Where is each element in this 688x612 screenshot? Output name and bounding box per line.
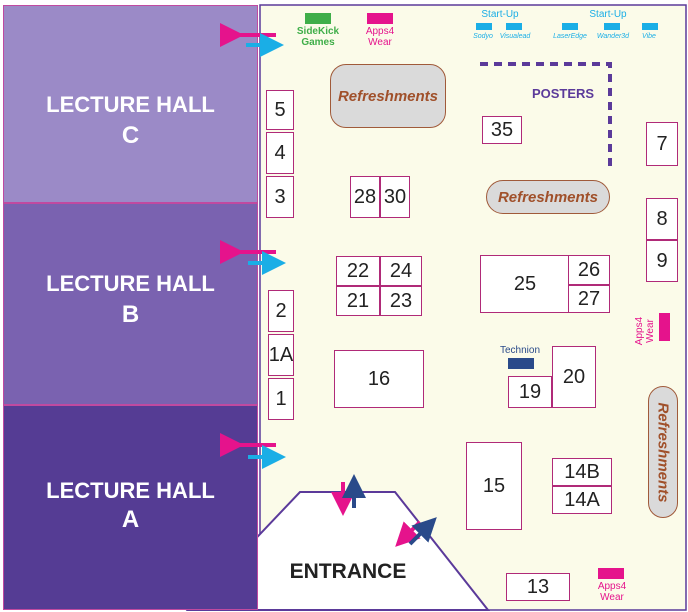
booth-16[interactable]: 16 (334, 350, 424, 408)
lecture-hall-a-label: LECTURE HALL (46, 478, 215, 503)
sidekick-marker (305, 13, 331, 24)
booth-14b[interactable]: 14B (552, 458, 612, 486)
booth-13[interactable]: 13 (506, 573, 570, 601)
posters-label: POSTERS (531, 86, 595, 101)
lecture-hall-a: LECTURE HALL A (3, 405, 258, 610)
startup-visualead-marker (506, 23, 522, 30)
booth-21[interactable]: 21 (336, 286, 380, 316)
booth-19[interactable]: 19 (508, 376, 552, 408)
startup-left-label: Start-Up (481, 9, 519, 20)
startup-sodyo-label: Sodyo (473, 33, 493, 40)
lecture-hall-b-letter: B (121, 301, 140, 328)
lecture-hall-a-letter: A (121, 506, 140, 533)
refreshments-top-left: Refreshments (330, 64, 446, 128)
booth-4[interactable]: 4 (266, 132, 294, 174)
refreshments-right-label: Refreshments (654, 401, 672, 503)
startup-vibe-marker (642, 23, 658, 30)
booth-27[interactable]: 27 (568, 285, 610, 313)
startup-right-label: Start-Up (589, 9, 627, 20)
entrance-label: ENTRANCE (289, 560, 407, 583)
startup-visualead-label: Visualead (499, 33, 531, 40)
lecture-hall-b: LECTURE HALL B (3, 203, 258, 405)
startup-wander3d-marker (604, 23, 620, 30)
startup-laseredge-marker (562, 23, 578, 30)
apps4wear-right-label: Apps4 Wear (634, 316, 656, 346)
apps4wear-right-marker (659, 313, 670, 341)
booth-5[interactable]: 5 (266, 90, 294, 130)
booth-22[interactable]: 22 (336, 256, 380, 286)
booth-24[interactable]: 24 (380, 256, 422, 286)
booth-23[interactable]: 23 (380, 286, 422, 316)
booth-20[interactable]: 20 (552, 346, 596, 408)
apps4wear-bottom-marker (598, 568, 624, 579)
booth-25[interactable]: 25 (480, 255, 570, 313)
booth-28[interactable]: 28 (350, 176, 380, 218)
lecture-hall-c-letter: C (121, 122, 140, 149)
technion-marker (508, 358, 534, 369)
booth-7[interactable]: 7 (646, 122, 678, 166)
lecture-hall-c: LECTURE HALL C (3, 5, 258, 203)
startup-sodyo-marker (476, 23, 492, 30)
booth-8[interactable]: 8 (646, 198, 678, 240)
booth-2[interactable]: 2 (268, 290, 294, 332)
refreshments-right: Refreshments (648, 386, 678, 518)
startup-wander3d-label: Wander3d (596, 33, 630, 40)
booth-1[interactable]: 1 (268, 378, 294, 420)
booth-1a[interactable]: 1A (268, 334, 294, 376)
apps4wear-top-label: Apps4 Wear (365, 26, 395, 48)
startup-vibe-label: Vibe (642, 33, 656, 40)
technion-label: Technion (499, 345, 541, 356)
lecture-hall-c-label: LECTURE HALL (46, 92, 215, 117)
lecture-hall-b-label: LECTURE HALL (46, 271, 215, 296)
apps4wear-top-marker (367, 13, 393, 24)
refreshments-middle: Refreshments (486, 180, 610, 214)
startup-laseredge-label: LaserEdge (553, 33, 587, 40)
sidekick-label: SideKick Games (296, 26, 340, 48)
booth-9[interactable]: 9 (646, 240, 678, 282)
posters-dashed-line (480, 62, 612, 166)
booth-15[interactable]: 15 (466, 442, 522, 530)
booth-14a[interactable]: 14A (552, 486, 612, 514)
booth-30[interactable]: 30 (380, 176, 410, 218)
apps4wear-bottom-label: Apps4 Wear (597, 581, 627, 603)
booth-3[interactable]: 3 (266, 176, 294, 218)
booth-26[interactable]: 26 (568, 255, 610, 285)
booth-35[interactable]: 35 (482, 116, 522, 144)
